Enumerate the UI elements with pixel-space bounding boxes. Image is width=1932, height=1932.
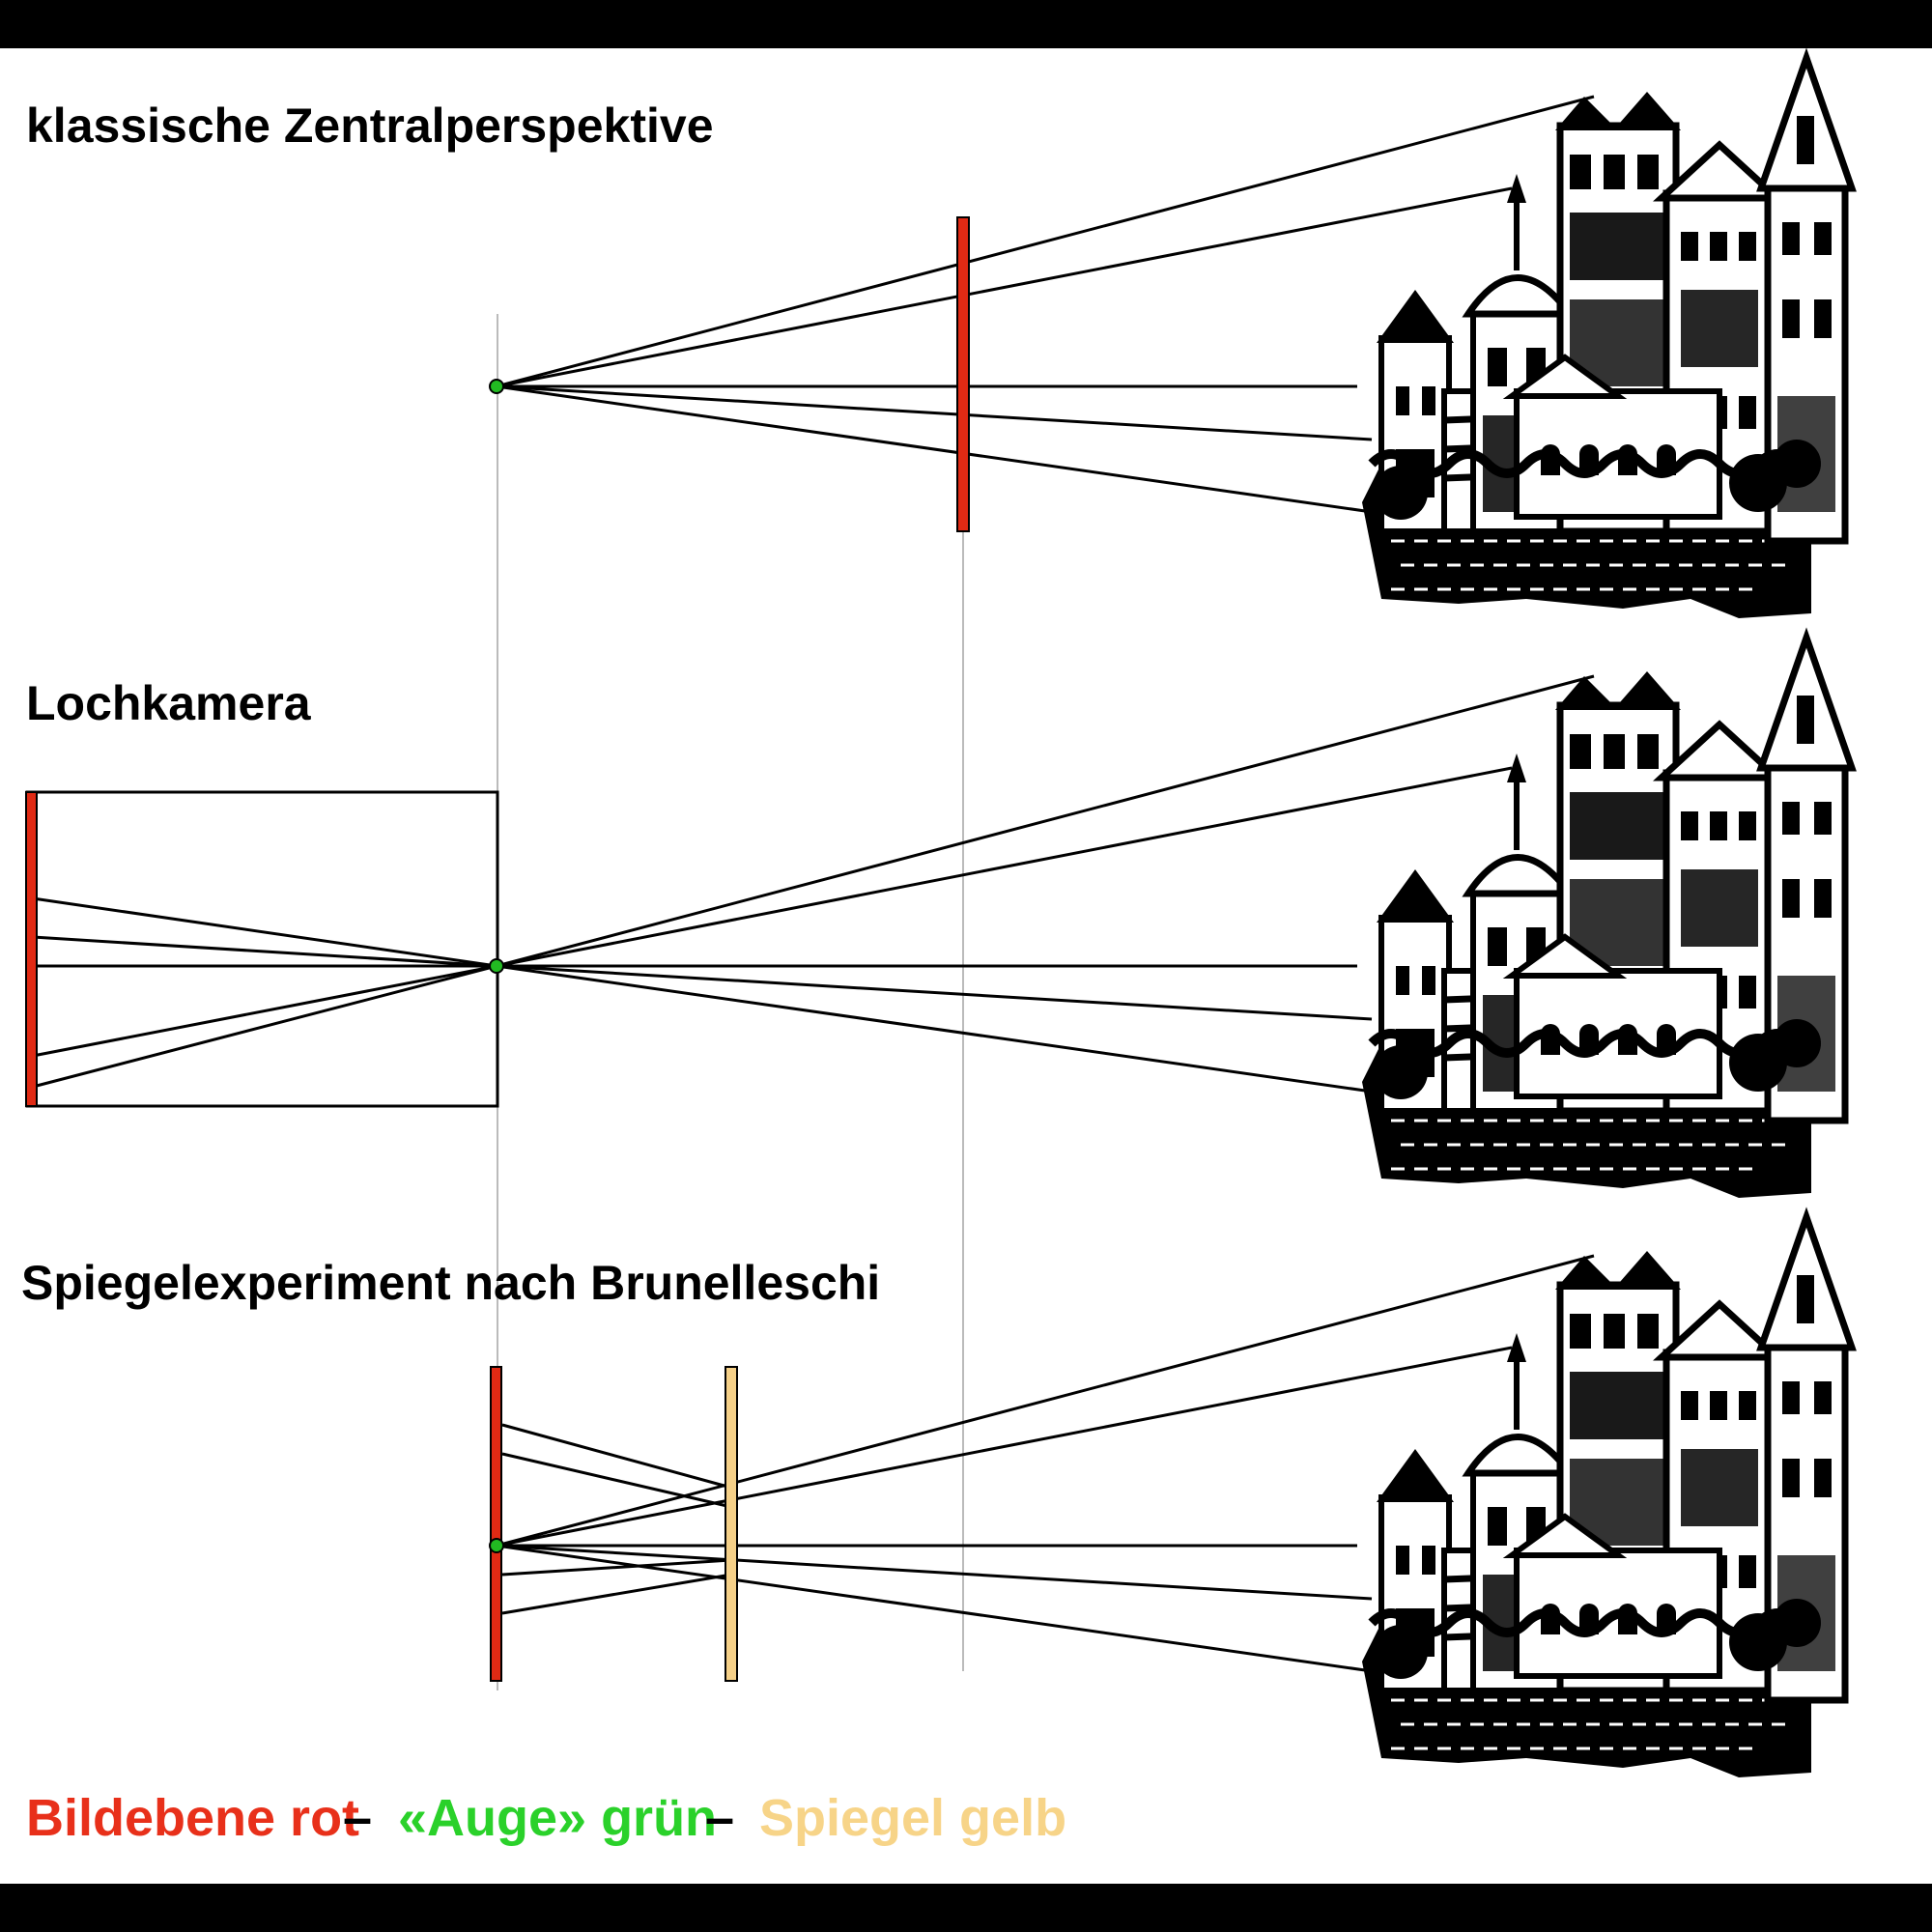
image-plane-2 <box>25 791 38 1107</box>
legend-red: Bildebene rot <box>26 1789 359 1847</box>
title-pinhole-camera: Lochkamera <box>26 676 312 730</box>
legend: Bildebene rot – «Auge» grün – Spiegel ge… <box>26 1789 1066 1847</box>
title-central-perspective: klassische Zentralperspektive <box>26 99 714 153</box>
legend-green: «Auge» grün <box>398 1789 717 1847</box>
image-plane-3 <box>490 1366 502 1682</box>
eye-point-3 <box>489 1538 504 1553</box>
sight-lines-2 <box>32 674 1595 1094</box>
eye-point-2 <box>489 958 504 974</box>
legend-separator-1: – <box>343 1789 372 1847</box>
sight-lines-3 <box>496 1254 1595 1673</box>
eye-point-1 <box>489 379 504 394</box>
mirror <box>724 1366 738 1682</box>
image-plane-1 <box>956 216 970 532</box>
legend-yellow: Spiegel gelb <box>759 1789 1066 1847</box>
legend-separator-2: – <box>705 1789 734 1847</box>
title-mirror-experiment: Spiegelexperiment nach Brunelleschi <box>21 1256 880 1310</box>
sight-lines-1 <box>496 95 1595 514</box>
